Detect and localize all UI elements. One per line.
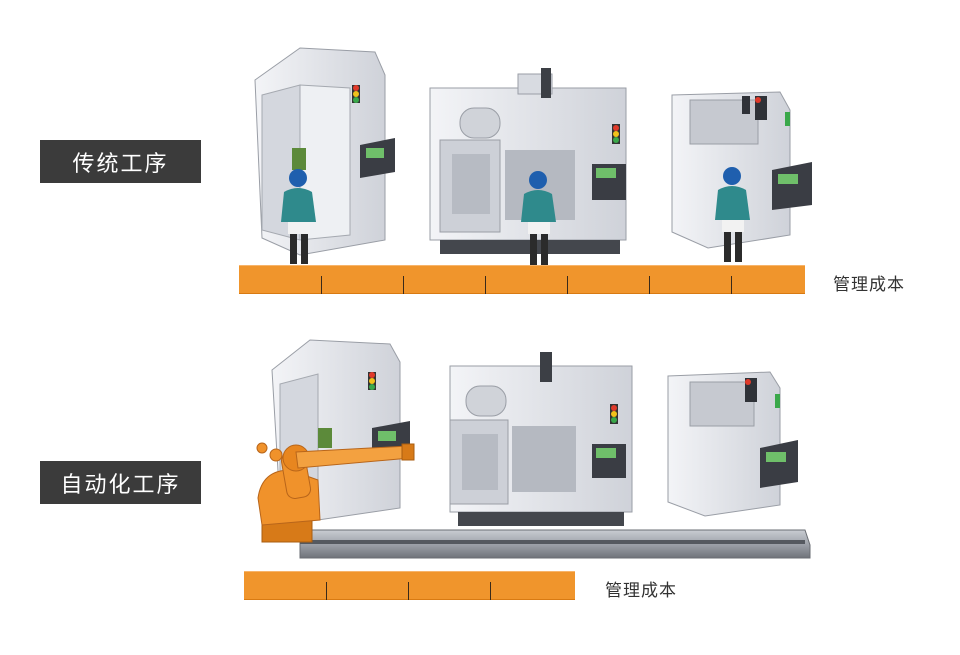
cost-bar-divider: [649, 276, 650, 294]
cnc-machine-2-top: [429, 68, 627, 254]
cost-bar-divider: [731, 276, 732, 294]
management-cost-bar-automated: [244, 571, 575, 600]
cnc-machine-2-bottom: [449, 352, 633, 526]
cost-bar-divider: [490, 582, 491, 600]
cost-bar-divider: [403, 276, 404, 294]
worker-2: [521, 171, 556, 266]
traditional-process-label: 传统工序: [40, 140, 201, 183]
management-cost-bar-traditional: [239, 265, 805, 294]
worker-3: [715, 167, 750, 262]
cnc-machine-1-top: [254, 47, 395, 256]
cnc-machine-3-bottom: [667, 371, 798, 517]
management-cost-label-automated: 管理成本: [605, 581, 677, 601]
management-cost-label-traditional: 管理成本: [833, 275, 905, 295]
cost-bar-divider: [485, 276, 486, 294]
worker-1: [281, 169, 316, 264]
robot-linear-track: [299, 529, 811, 559]
cost-bar-divider: [321, 276, 322, 294]
cost-bar-divider: [408, 582, 409, 600]
cost-bar-divider: [567, 276, 568, 294]
industrial-robot: [256, 442, 415, 543]
cost-bar-divider: [326, 582, 327, 600]
automated-process-label: 自动化工序: [40, 461, 201, 504]
